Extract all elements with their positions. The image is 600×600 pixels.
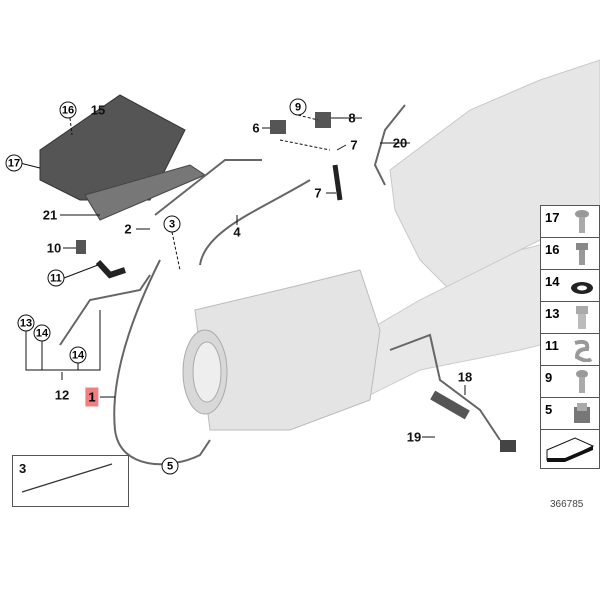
callout-19[interactable]: 19 (406, 429, 422, 445)
screw-icon (575, 210, 589, 233)
callout-14[interactable]: 14 (33, 324, 51, 342)
callout-3[interactable]: 3 (163, 215, 181, 233)
washer-icon (571, 282, 593, 294)
particulate-filter (182, 269, 381, 431)
pipe-12 (59, 274, 151, 346)
legend-number: 14 (545, 274, 560, 289)
legend-number: 16 (545, 242, 560, 257)
callout-13[interactable]: 13 (17, 314, 35, 332)
legend-row[interactable]: 14 (541, 270, 599, 302)
arrow-icon (546, 437, 595, 462)
sensor-cable-2 (154, 159, 262, 216)
legend-number: 17 (545, 210, 560, 225)
callout-16[interactable]: 16 (59, 101, 77, 119)
legend-number: 11 (545, 338, 559, 353)
sensor-8 (315, 112, 331, 128)
sensor-10 (76, 240, 86, 254)
legend-row[interactable]: 9 (541, 366, 599, 398)
legend-row[interactable]: 16 (541, 238, 599, 270)
banjo-bolt-icon (576, 306, 588, 329)
callout-8[interactable]: 8 (348, 110, 356, 126)
callout-17[interactable]: 17 (5, 154, 23, 172)
callout-11[interactable]: 11 (47, 269, 65, 287)
diagram-reference-number: 366785 (550, 499, 584, 510)
hex-bolt-icon (576, 243, 588, 265)
clamp-icon (574, 339, 593, 362)
callout-20[interactable]: 20 (392, 135, 408, 151)
legend-row[interactable]: 17 (541, 206, 599, 238)
callout-10[interactable]: 10 (46, 240, 62, 256)
callout-1-highlighted[interactable]: 1 (85, 387, 99, 407)
legend-number: 5 (545, 402, 553, 417)
screw-icon (576, 370, 588, 393)
fastener-legend: 17 16 14 13 11 9 5 (540, 205, 600, 469)
legend-row[interactable]: 11 (541, 334, 599, 366)
hose-7 (332, 164, 343, 201)
hose-11 (95, 259, 126, 279)
callout-4[interactable]: 4 (233, 224, 241, 240)
inset-wire (21, 463, 113, 493)
callout-9[interactable]: 9 (289, 98, 307, 116)
inset-label[interactable]: 3 (19, 461, 27, 476)
callout-21[interactable]: 21 (42, 207, 58, 223)
sensor-6 (270, 120, 286, 134)
callout-6[interactable]: 6 (252, 120, 260, 136)
bracket-assembly (39, 94, 207, 221)
connector-18 (500, 440, 516, 452)
legend-row[interactable]: 13 (541, 302, 599, 334)
clip-nut-icon (574, 403, 590, 423)
callout-5[interactable]: 5 (161, 457, 179, 475)
legend-number: 13 (545, 306, 560, 321)
callout-18[interactable]: 18 (457, 369, 473, 385)
callout-12[interactable]: 12 (54, 387, 70, 403)
callout-7[interactable]: 7 (314, 185, 322, 201)
callout-2[interactable]: 2 (124, 221, 132, 237)
sensor-cable-20 (373, 104, 406, 186)
callout-14[interactable]: 14 (69, 346, 87, 364)
sensor-cable-4 (199, 179, 311, 266)
bracket-19 (430, 390, 470, 420)
legend-row (541, 430, 599, 468)
legend-row[interactable]: 5 (541, 398, 599, 430)
sensor-cable-18 (389, 333, 501, 441)
legend-number: 9 (545, 370, 553, 385)
callout-15[interactable]: 15 (90, 102, 106, 118)
inset-box-part-3: 3 (12, 455, 129, 507)
callout-7[interactable]: 7 (350, 137, 358, 153)
